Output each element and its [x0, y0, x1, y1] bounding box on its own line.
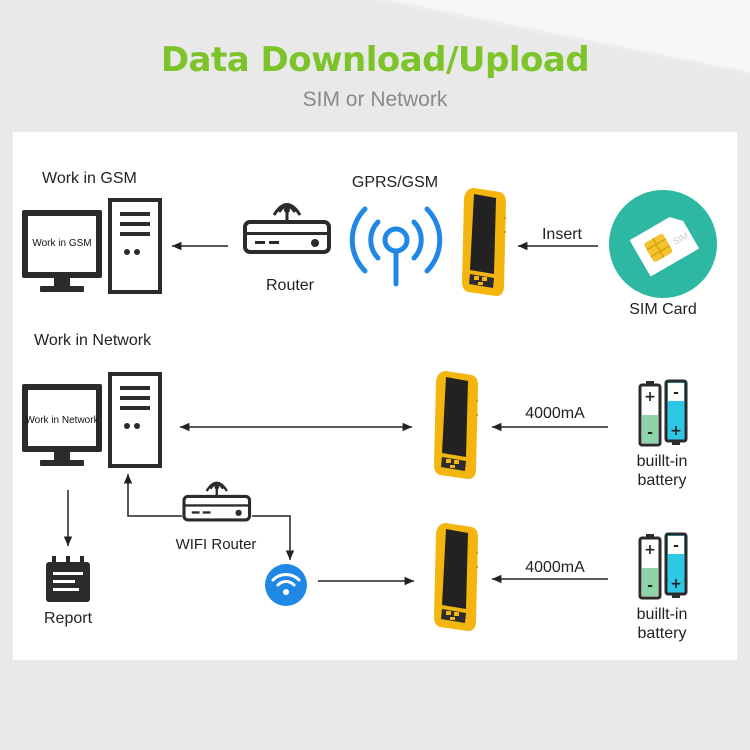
battery-label-bottom-line2: battery	[637, 625, 687, 642]
wifi-router-icon	[182, 481, 252, 522]
handheld-device-icon	[433, 370, 479, 480]
handheld-device-icon	[461, 187, 507, 297]
router-label: Router	[265, 277, 315, 294]
battery-capacity-bottom: 4000mA	[525, 559, 585, 576]
report-label: Report	[43, 610, 93, 627]
sim-card-icon: SIM	[609, 190, 717, 298]
gsm-computer: Work in GSM	[22, 198, 162, 294]
wifi-icon	[265, 564, 307, 606]
battery-label-bottom-line1: buillt-in	[636, 606, 688, 623]
report-icon	[46, 556, 90, 602]
gprs-signal-icon	[349, 206, 443, 287]
network-heading: Work in Network	[34, 332, 152, 349]
sim-card-label: SIM Card	[629, 301, 697, 318]
pc-tower-icon	[108, 372, 162, 468]
wifi-router-label: WIFI Router	[175, 536, 257, 553]
pc-tower-icon	[108, 198, 162, 294]
battery-capacity-top: 4000mA	[525, 405, 585, 422]
battery-label-top-line2: battery	[637, 472, 687, 489]
monitor-icon	[22, 210, 102, 292]
battery-icon	[638, 532, 688, 600]
gprs-label: GPRS/GSM	[351, 174, 439, 191]
handheld-device-icon	[433, 522, 479, 632]
battery-icon	[638, 379, 688, 447]
page-subtitle: SIM or Network	[302, 88, 448, 111]
network-computer: Work in Network	[22, 372, 162, 468]
battery-label-top-line1: buillt-in	[636, 453, 688, 470]
page-title: Data Download/Upload	[160, 40, 590, 80]
gsm-heading: Work in GSM	[42, 170, 137, 187]
network-screen-text: Work in Network	[25, 415, 99, 426]
router-icon	[243, 202, 331, 254]
arrow-wifi-router-to-wifi	[252, 515, 295, 560]
gsm-screen-text: Work in GSM	[32, 238, 91, 249]
arrow-wifi-router-to-pc	[123, 474, 182, 517]
insert-label: Insert	[541, 226, 582, 243]
